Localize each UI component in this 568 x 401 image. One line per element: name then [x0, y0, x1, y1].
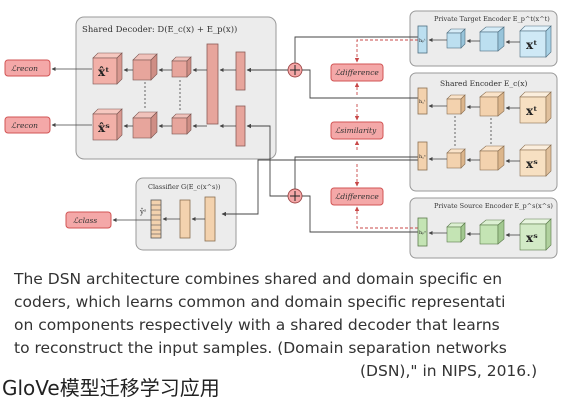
decoder-cube-top-small — [171, 56, 192, 78]
recon-source-label: x̂ˢ — [98, 121, 110, 135]
source-encoder-arrows — [428, 231, 520, 237]
loss-similarity: ℒsimilarity — [330, 121, 384, 140]
decoder-bar-right-top — [235, 51, 246, 91]
shared-source-input-label: xˢ — [526, 157, 538, 171]
loss-recon-top: ℒrecon — [4, 59, 51, 77]
feature-bar-hct: h꜀ᵗ — [417, 87, 428, 115]
classifier-bar-right — [204, 196, 216, 242]
shared-encoder-cube-bottom-small — [446, 148, 466, 169]
decoder-internal-arrows — [123, 68, 236, 128]
loss-difference-bottom: ℒdifference — [330, 187, 384, 206]
feat-hcs-label: h꜀ˢ — [419, 154, 426, 160]
recon-target-label: x̂ᵗ — [98, 65, 110, 79]
feature-bar-hcs: h꜀ˢ — [417, 141, 428, 171]
loss-class: ℒclass — [65, 211, 112, 229]
source-input-label: xˢ — [526, 231, 538, 245]
decoder-cube-top-large — [132, 53, 158, 81]
target-input-label: xᵗ — [526, 38, 538, 52]
decoder-bar-right-bottom — [235, 105, 246, 147]
private-source-encoder-title: Private Source Encoder E_p^s(x^s) — [434, 202, 553, 210]
decoder-cube-bottom-large — [132, 111, 158, 139]
shared-source-input-image: xˢ — [519, 144, 552, 177]
loss-recon-top-label: ℒrecon — [11, 64, 38, 73]
decoder-cube-bottom-small — [171, 113, 192, 135]
classifier-output-vector: ŷˢ — [139, 199, 162, 239]
target-encoder-cube-small — [446, 28, 466, 49]
classifier-bar-left — [179, 199, 191, 239]
loss-class-label: ℒclass — [73, 216, 97, 225]
dsn-architecture-diagram: Shared Decoder: D(E_c(x) + E_p(x)) Priva… — [4, 10, 558, 259]
feat-hpt-label: hₚᵗ — [419, 38, 426, 44]
target-input-image: xᵗ — [519, 25, 552, 58]
decoder-bar-left — [206, 43, 219, 125]
main-connection-lines — [221, 36, 418, 233]
caption-line: (DSN)," in NIPS, 2016.) — [360, 362, 538, 380]
feat-hps-label: hₚˢ — [419, 230, 426, 236]
shared-target-input-image: xᵗ — [519, 91, 552, 124]
loss-difference-top: ℒdifference — [330, 63, 384, 82]
caption-line: to reconstruct the input samples. (Domai… — [14, 339, 507, 357]
caption-line: The DSN architecture combines shared and… — [14, 270, 503, 288]
loss-recon-bottom-label: ℒrecon — [11, 121, 38, 130]
feature-bar-hpt: hₚᵗ — [417, 25, 428, 54]
shared-decoder-panel: Shared Decoder: D(E_c(x) + E_p(x)) — [75, 16, 277, 160]
loss-recon-bottom: ℒrecon — [4, 116, 51, 134]
classifier-output-label: ŷˢ — [139, 208, 147, 216]
loss-difference-top-label: ℒdifference — [335, 68, 379, 77]
source-encoder-cube-large — [479, 219, 505, 245]
source-input-image: xˢ — [519, 218, 552, 251]
shared-encoder-cube-top-small — [446, 94, 466, 115]
feat-hct-label: h꜀ᵗ — [419, 99, 426, 105]
shared-encoder-arrows — [428, 104, 520, 163]
loss-difference-bottom-label: ℒdifference — [335, 192, 379, 201]
feature-bar-hps: hₚˢ — [417, 217, 428, 247]
loss-similarity-label: ℒsimilarity — [335, 126, 377, 135]
target-encoder-cube-large — [479, 26, 505, 52]
recon-loss-arrows — [51, 67, 92, 127]
caption-line: on components respectively with a shared… — [14, 316, 500, 334]
caption-line: coders, which learns common and domain s… — [14, 293, 506, 311]
source-encoder-cube-small — [446, 222, 466, 243]
classifier-arrows — [112, 217, 205, 222]
shared-encoder-cube-top-large — [479, 91, 505, 117]
reconstructed-source-image: x̂ˢ — [92, 108, 123, 141]
shared-decoder-title: Shared Decoder: D(E_c(x) + E_p(x)) — [82, 24, 237, 35]
brand-title: GloVe模型迁移学习应用 — [2, 376, 220, 400]
sum-node-top — [287, 62, 303, 78]
shared-target-input-label: xᵗ — [526, 104, 538, 118]
shared-encoder-title: Shared Encoder E_c(x) — [440, 79, 527, 88]
sum-node-bottom — [287, 188, 303, 204]
classifier-title: Classifier G(E_c(x^s)) — [148, 183, 221, 191]
shared-encoder-cube-bottom-large — [479, 145, 505, 171]
target-encoder-arrows — [428, 38, 520, 44]
private-target-encoder-title: Private Target Encoder E_p^t(x^t) — [434, 15, 550, 23]
loss-dashed-links — [354, 39, 418, 229]
reconstructed-target-image: x̂ᵗ — [92, 52, 123, 85]
